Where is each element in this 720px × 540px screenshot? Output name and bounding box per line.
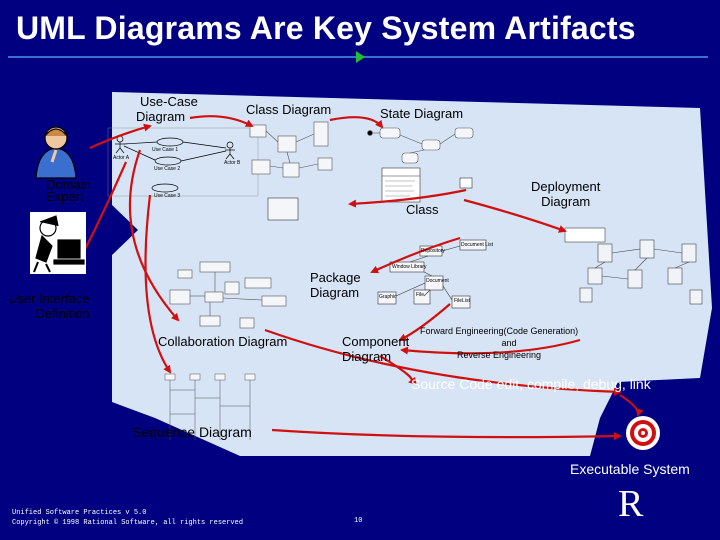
- arrow-source-to-component: [400, 338, 581, 355]
- arrow-expert-to-usecase: [89, 123, 152, 149]
- package-label-window-library: Window Library: [392, 264, 427, 270]
- arrow-usecase-to-class: [189, 115, 254, 127]
- deployment-diagram-sketch: [564, 227, 703, 305]
- class-diagram-sketch: [249, 121, 333, 178]
- label-sequence-diagram: Sequence Diagram: [132, 424, 252, 440]
- package-label-filelist: FileList: [454, 298, 470, 304]
- person-at-computer-icon: [30, 212, 86, 274]
- package-label-file: File: [416, 292, 425, 298]
- sequence-diagram-sketch: [164, 373, 256, 440]
- arrow-usecase-to-collab: [128, 149, 180, 322]
- label-collaboration-diagram: Collaboration Diagram: [158, 334, 288, 349]
- slide-title: UML Diagrams Are Key System Artifacts: [16, 10, 636, 46]
- arrow-collab-to-source: [264, 328, 622, 396]
- actor-label-a: Actor A: [113, 155, 130, 161]
- arrow-class-to-sequence: [144, 194, 172, 374]
- usecase-label-2: Use Case 2: [154, 166, 181, 172]
- label-source-code: Source Code edit, compile, debug, link: [411, 376, 651, 392]
- artifact-background-shape: [112, 92, 712, 456]
- package-diagram-sketch: [377, 239, 487, 309]
- label-class-diagram: Class Diagram: [246, 102, 332, 117]
- label-state-diagram: State Diagram: [380, 106, 464, 121]
- ui-definition-sketch: [169, 261, 287, 329]
- page-number: 10: [354, 517, 363, 525]
- arrow-component-to-source: [379, 355, 417, 385]
- thinking-person-icon: [35, 126, 77, 179]
- arrow-source-to-target: [619, 394, 644, 417]
- package-label-graphic: Graphic: [379, 294, 397, 300]
- arrow-class-to-deployment: [463, 198, 567, 233]
- package-label-repository: Repository: [421, 248, 445, 254]
- usecase-label-3: Use Case 3: [154, 193, 181, 199]
- relationship-arrows: [77, 115, 644, 441]
- arrow-sequence-to-target: [271, 428, 622, 441]
- rational-logo: R: [618, 483, 644, 525]
- label-executable-system: Executable System: [570, 461, 690, 477]
- green-arrow-icon: [356, 51, 365, 63]
- package-label-document: Document: [426, 278, 449, 284]
- usecase-label-1: Use Case 1: [152, 147, 179, 153]
- actor-label-b: Actor B: [224, 160, 241, 166]
- state-diagram-sketch: [367, 127, 474, 164]
- arrow-package-to-pkgdiag: [370, 236, 461, 274]
- target-icon: [626, 416, 660, 450]
- arrow-class-to-state: [329, 116, 384, 129]
- package-label-document-list: Document List: [461, 242, 493, 248]
- label-class: Class: [406, 202, 439, 217]
- arrow-package-to-component: [398, 303, 451, 341]
- arrow-state-to-class: [348, 188, 467, 208]
- class-detail-sketch: [267, 167, 473, 221]
